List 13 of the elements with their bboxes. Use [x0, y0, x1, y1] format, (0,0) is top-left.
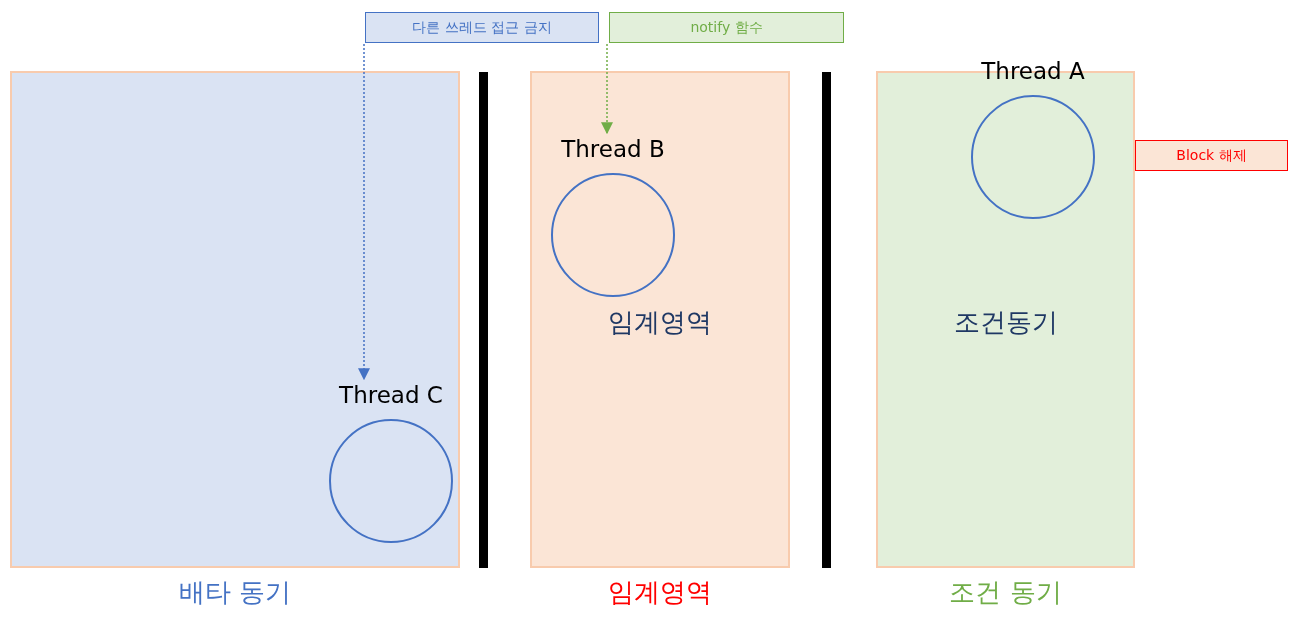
panel-caption: 임계영역	[607, 576, 713, 609]
panel-caption: 조건 동기	[948, 576, 1063, 609]
panel-label: 조건동기	[952, 306, 1059, 339]
panel-caption: 배타 동기	[177, 576, 293, 609]
thread-label: Thread B	[560, 136, 666, 162]
callout-box: 다른 쓰레드 접근 금지	[365, 12, 599, 43]
panel-label: 임계영역	[607, 306, 713, 339]
thread-label: Thread A	[980, 58, 1086, 84]
arrow	[601, 43, 613, 135]
callout-box: notify 함수	[609, 12, 844, 43]
thread-label: Thread C	[338, 382, 444, 408]
arrow	[358, 43, 370, 381]
callout-box: Block 해제	[1135, 140, 1288, 171]
